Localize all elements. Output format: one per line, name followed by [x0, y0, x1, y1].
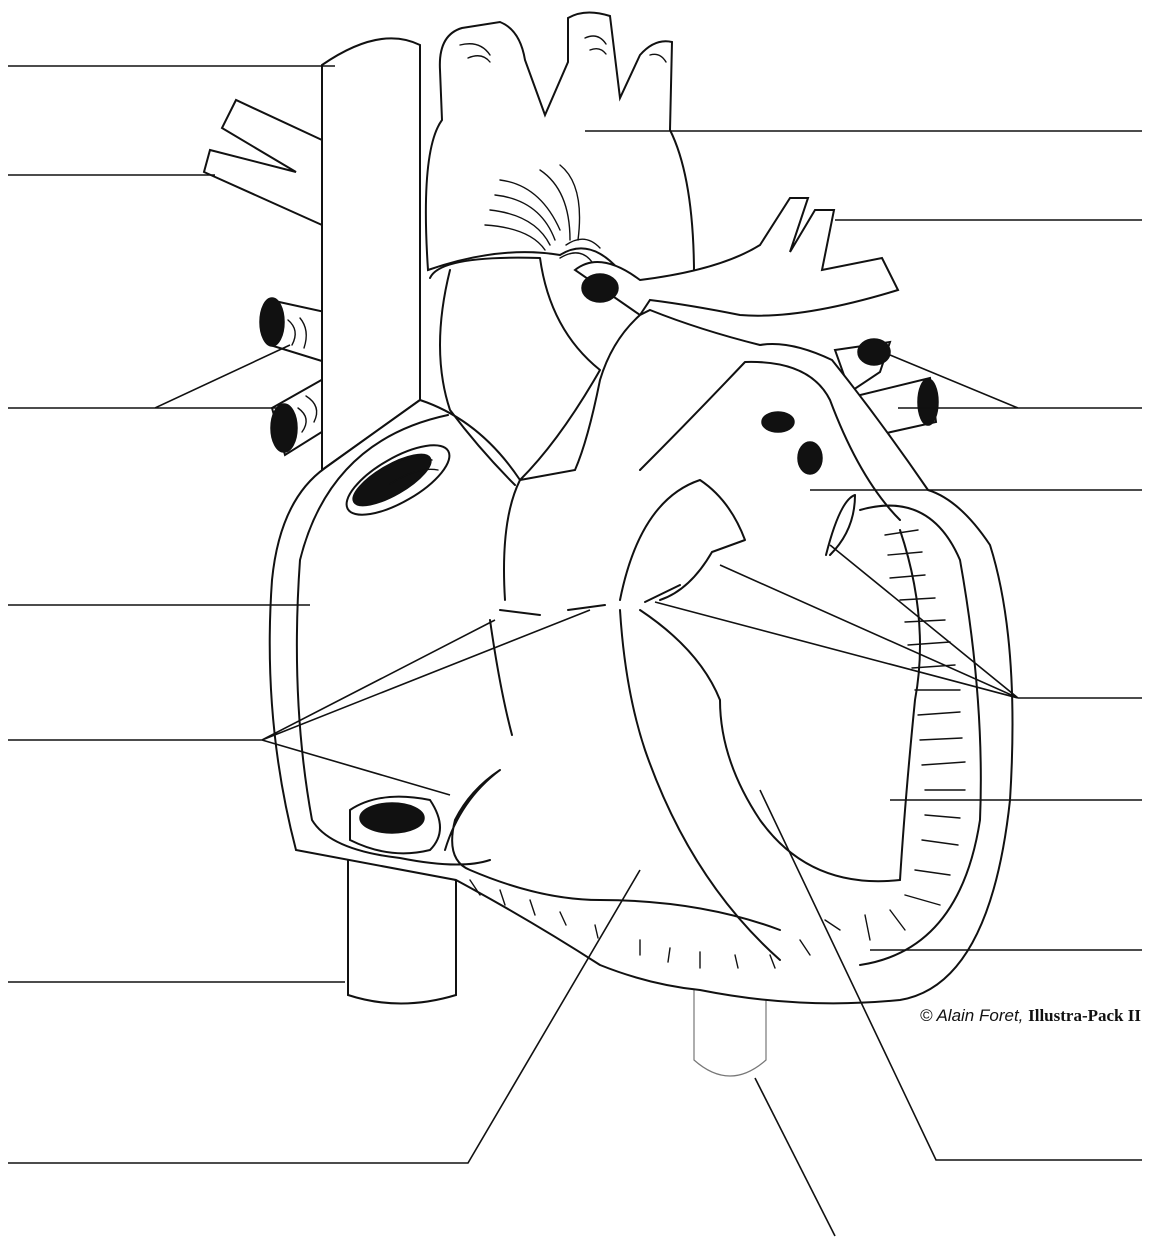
right-pulmonary-vein-upper-opening [260, 298, 284, 346]
pulmonary-vein-upper-opening [858, 339, 890, 365]
left-pulmonary-vein-opening-1 [762, 412, 794, 432]
left-pulmonary-vein-opening-2 [798, 442, 822, 474]
credit-author: © Alain Foret, [920, 1006, 1028, 1025]
aortic-arch [426, 12, 694, 300]
copyright-credit: © Alain Foret, Illustra-Pack II [920, 1006, 1141, 1026]
ivc-opening [360, 803, 424, 833]
right-pulmonary-vein-lower-opening [271, 404, 297, 452]
pulmonary-vein-lower-opening [918, 379, 938, 425]
label-line-bottom-1 [755, 1078, 835, 1236]
apex-vessel [694, 990, 766, 1076]
credit-product: Illustra-Pack II [1028, 1006, 1141, 1025]
pulmonary-valve-opening [582, 274, 618, 302]
superior-vena-cava [322, 38, 420, 470]
heart-outline [204, 12, 1013, 1076]
label-line-left-3 [8, 345, 290, 408]
label-lines-bottom [755, 1078, 835, 1236]
brachiocephalic-vein [204, 100, 322, 225]
